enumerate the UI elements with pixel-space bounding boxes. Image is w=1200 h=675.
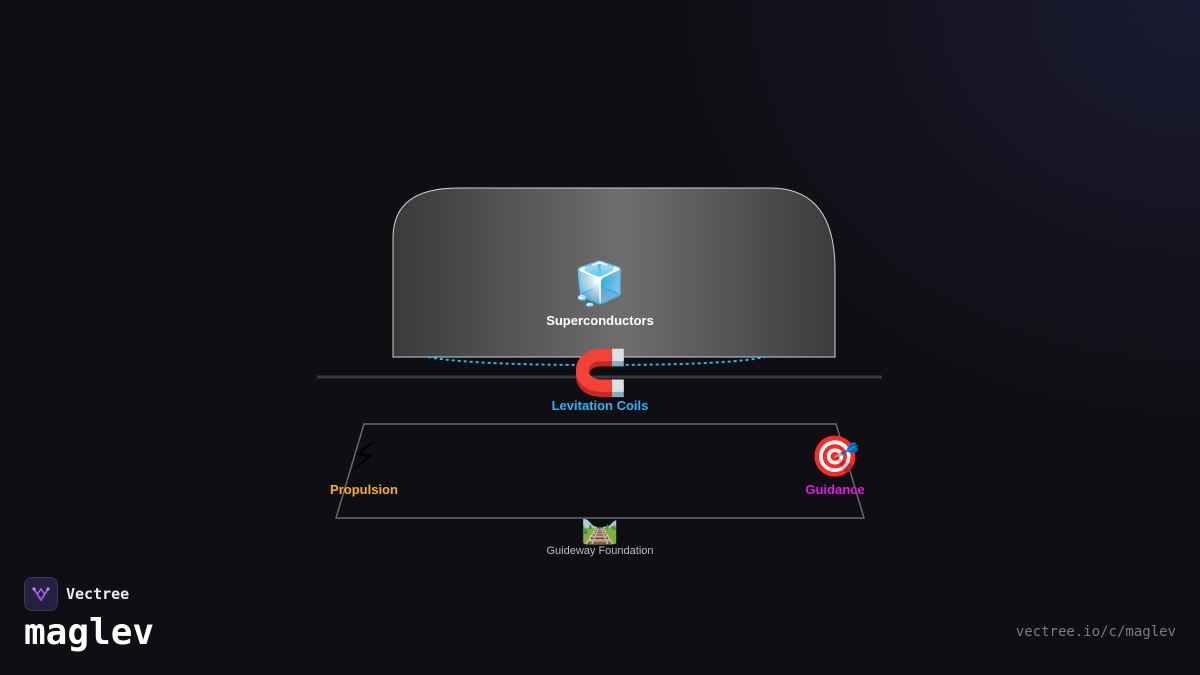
vectree-logo-icon [24,577,58,611]
target-icon: 🎯 [810,434,860,480]
guidance-label: Guidance [805,482,865,497]
guideway-foundation-label: Guideway Foundation [546,545,654,557]
ice-cube-icon: 🧊 [573,259,627,308]
lightning-icon: ⚡ [349,434,379,480]
magnet-icon: 🧲 [572,348,628,399]
levitation-coils-label: Levitation Coils [551,398,649,413]
superconductors-label: Superconductors [546,313,654,328]
page-title: maglev [24,612,155,653]
brand-name: Vectree [66,585,130,603]
guideway-structure [334,423,866,519]
vehicle-body [392,187,836,358]
brand[interactable]: Vectree [24,577,129,611]
page-url[interactable]: vectree.io/c/maglev [1015,624,1176,640]
railway-track-icon: 🛤️ [581,511,619,546]
propulsion-label: Propulsion [330,482,398,497]
